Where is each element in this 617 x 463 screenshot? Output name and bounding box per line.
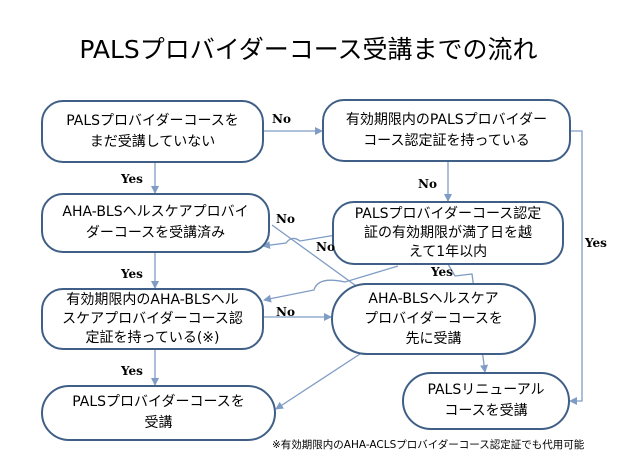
arrow-expiry-to-valid-aha-bls bbox=[263, 265, 399, 303]
node-valid-pals: 有効期限内のPALSプロバイダー コース認定証を持っている bbox=[322, 99, 571, 162]
label-no-expiry-to-aha-bls: No bbox=[316, 240, 335, 254]
label-no-expiry: No bbox=[418, 177, 437, 191]
node-take-pals: PALSプロバイダーコースを 受講 bbox=[41, 385, 276, 441]
label-yes-aha-bls: Yes bbox=[121, 172, 143, 186]
label-no-valid-aha-bls: No bbox=[276, 305, 295, 319]
footnote: ※有効期限内のAHA-ACLSプロバイダーコース認定証でも代用可能 bbox=[272, 439, 585, 451]
node-not-taken: PALSプロバイダーコースを まだ受講していない bbox=[41, 100, 264, 163]
label-yes-expiry: Yes bbox=[431, 265, 453, 279]
label-yes-take-pals: Yes bbox=[121, 364, 143, 378]
page-title: PALSプロバイダーコース受講までの流れ bbox=[79, 35, 538, 64]
arrow-aha-bls-to-take-aha-bls bbox=[271, 224, 371, 297]
label-yes-valid-aha-bls: Yes bbox=[121, 267, 143, 281]
node-valid-aha-bls: 有効期限内のAHA-BLSヘル スケアプロバイダーコース認 定証を持っている(※… bbox=[41, 288, 264, 350]
arrow-expiry-to-renewal bbox=[447, 263, 456, 277]
node-expiry-within-year: PALSプロバイダーコース認定 証の有効期限が満了日を越 えて1年以内 bbox=[332, 201, 564, 265]
arrow-expiry-to-aha-bls bbox=[262, 234, 337, 250]
label-yes-renewal: Yes bbox=[585, 236, 607, 250]
label-no-valid-pals: No bbox=[272, 112, 291, 126]
arrow-take-aha-bls-to-take-pals bbox=[275, 353, 361, 410]
node-take-aha-bls: AHA-BLSヘルスケア プロバイダーコースを 先に受講 bbox=[331, 283, 536, 355]
arrow-valid-pals-to-renewal bbox=[569, 130, 583, 405]
label-no-take-aha-bls: No bbox=[276, 212, 295, 226]
node-aha-bls-done: AHA-BLSヘルスケアプロバイ ダーコースを受講済み bbox=[41, 193, 270, 253]
node-renewal: PALSリニューアル コースを受講 bbox=[402, 372, 570, 430]
